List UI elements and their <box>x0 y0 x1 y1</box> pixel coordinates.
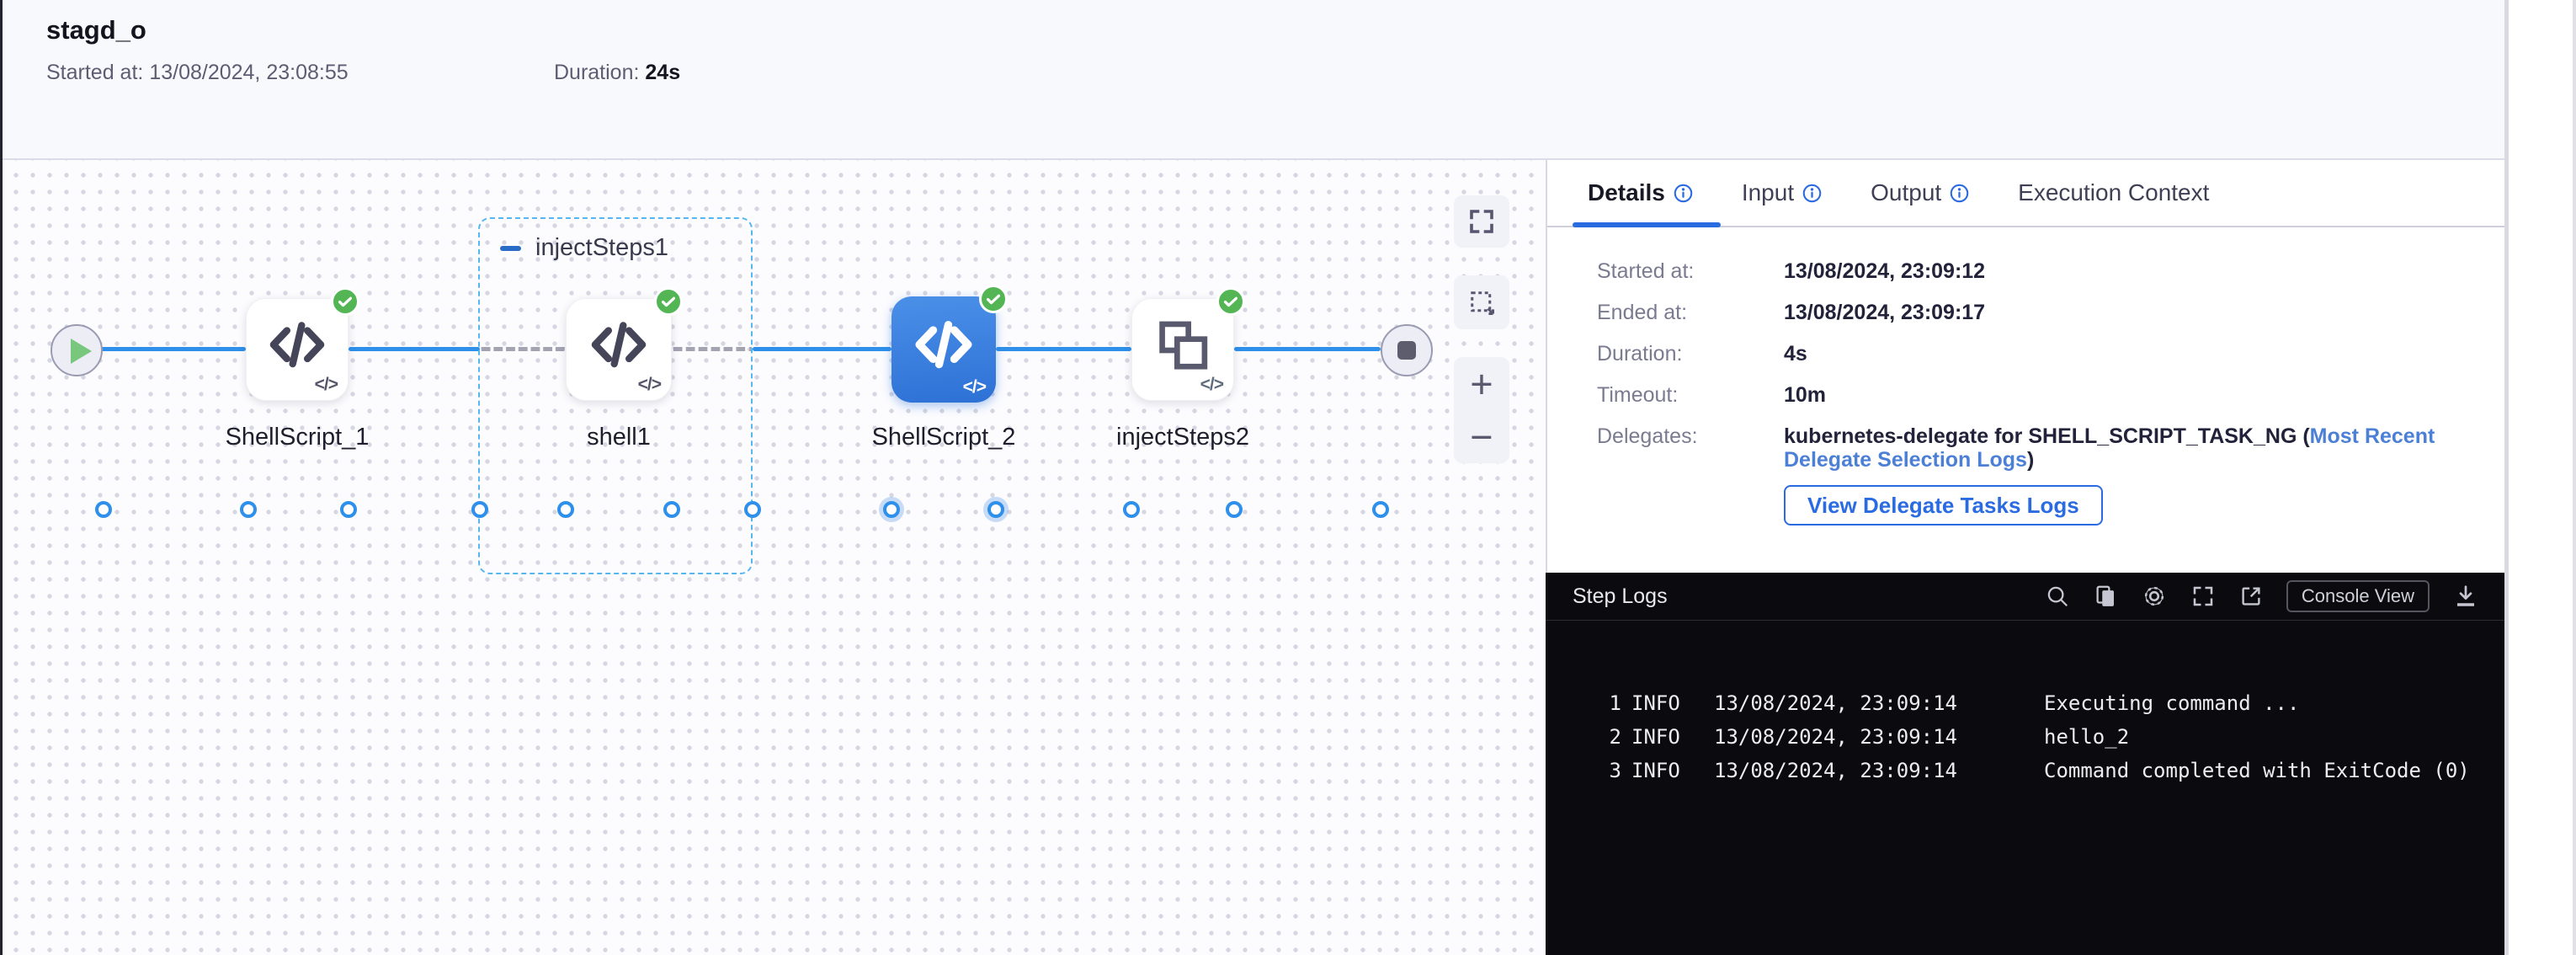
tab-details[interactable]: Details <box>1588 181 1693 205</box>
tab-output[interactable]: Output <box>1871 181 1969 205</box>
detail-row-ended: Ended at: 13/08/2024, 23:09:17 <box>1597 301 2457 324</box>
start-node <box>51 324 103 376</box>
canvas-zoom-controls: + − <box>1454 357 1509 463</box>
tab-execution-context[interactable]: Execution Context <box>2018 181 2209 205</box>
log-output[interactable]: 1 INFO 13/08/2024, 23:09:14 Executing co… <box>1546 621 2504 787</box>
step-logs-panel: Step Logs Console View 1 INFO 13/08/2024… <box>1546 573 2504 955</box>
details-tabs-bar: Details Input Output Execution Context <box>1547 160 2504 227</box>
step-type-badge: </> <box>1200 375 1223 395</box>
connector-port <box>744 501 761 518</box>
pipeline-canvas[interactable]: injectSteps1 </> </> <box>3 160 1546 955</box>
detail-row-started: Started at: 13/08/2024, 23:09:12 <box>1597 259 2457 283</box>
marquee-select-icon <box>1466 287 1497 317</box>
connector-line <box>753 347 891 351</box>
connector-port <box>240 501 257 518</box>
step-node-injectsteps2[interactable]: </> <box>1131 298 1234 401</box>
gear-icon[interactable] <box>2141 583 2168 610</box>
page-scrollbar-track[interactable] <box>2573 0 2576 955</box>
duration-text: Duration: 24s <box>554 61 680 85</box>
canvas-fullscreen-button[interactable] <box>1454 195 1509 248</box>
detail-row-duration: Duration: 4s <box>1597 342 2457 365</box>
step-type-badge: </> <box>638 375 661 395</box>
external-link-icon[interactable] <box>2238 584 2264 609</box>
fullscreen-icon <box>1466 206 1497 237</box>
node-label: injectSteps2 <box>1073 424 1292 451</box>
step-node-shellscript-2[interactable]: </> <box>891 296 996 403</box>
info-icon[interactable] <box>1950 184 1969 203</box>
zoom-out-button[interactable]: − <box>1470 417 1493 456</box>
node-label: shell1 <box>509 424 728 451</box>
success-check-icon <box>654 287 683 316</box>
connector-line <box>1234 347 1381 351</box>
connector-port <box>1123 501 1140 518</box>
node-label: ShellScript_2 <box>834 424 1053 451</box>
started-at-text: Started at: 13/08/2024, 23:08:55 <box>46 61 349 85</box>
code-icon <box>265 312 329 381</box>
step-logs-header: Step Logs Console View <box>1546 573 2504 621</box>
step-type-badge: </> <box>315 375 338 395</box>
info-icon[interactable] <box>1674 184 1693 203</box>
node-label: ShellScript_1 <box>188 424 407 451</box>
download-icon[interactable] <box>2452 583 2479 610</box>
connector-line <box>101 347 246 351</box>
success-check-icon <box>979 285 1008 313</box>
code-icon <box>911 312 977 381</box>
panel-divider <box>2504 0 2509 955</box>
log-line: 1 INFO 13/08/2024, 23:09:14 Executing co… <box>1546 686 2504 720</box>
log-line: 3 INFO 13/08/2024, 23:09:14 Command comp… <box>1546 754 2504 787</box>
play-icon <box>71 339 92 364</box>
search-icon[interactable] <box>2045 584 2070 609</box>
connector-line <box>996 347 1131 351</box>
tab-input[interactable]: Input <box>1742 181 1822 205</box>
copy-icon[interactable] <box>2093 584 2118 609</box>
connector-port <box>471 501 488 518</box>
connector-line <box>349 347 480 351</box>
stop-icon <box>1397 341 1416 360</box>
log-line: 2 INFO 13/08/2024, 23:09:14 hello_2 <box>1546 720 2504 754</box>
step-logs-title: Step Logs <box>1573 584 1668 609</box>
detail-row-delegates: Delegates: kubernetes-delegate for SHELL… <box>1597 424 2457 526</box>
success-check-icon <box>1216 287 1245 316</box>
view-delegate-tasks-logs-button[interactable]: View Delegate Tasks Logs <box>1784 485 2103 526</box>
connector-port <box>557 501 574 518</box>
step-node-shellscript-1[interactable]: </> <box>246 298 349 401</box>
step-node-shell1[interactable]: </> <box>566 298 672 401</box>
zoom-in-button[interactable]: + <box>1470 364 1493 403</box>
collapse-group-icon[interactable] <box>500 246 521 251</box>
connector-port <box>1226 501 1243 518</box>
connector-port <box>1372 501 1389 518</box>
overlapping-rectangles-icon <box>1152 313 1214 380</box>
connector-port <box>663 501 680 518</box>
step-type-badge: </> <box>963 377 986 397</box>
active-tab-underline <box>1573 222 1721 227</box>
fullscreen-icon[interactable] <box>2190 584 2216 609</box>
execution-header: stagd_o Started at: 13/08/2024, 23:08:55… <box>3 0 2504 160</box>
connector-port <box>883 501 900 518</box>
delegate-text: kubernetes-delegate for SHELL_SCRIPT_TAS… <box>1784 424 2310 448</box>
connector-port <box>340 501 357 518</box>
group-label[interactable]: injectSteps1 <box>535 234 668 262</box>
info-icon[interactable] <box>1802 184 1822 203</box>
console-view-button[interactable]: Console View <box>2286 580 2430 612</box>
connector-port <box>987 501 1004 518</box>
code-icon <box>587 312 651 381</box>
canvas-marquee-select-button[interactable] <box>1454 275 1509 329</box>
detail-row-timeout: Timeout: 10m <box>1597 383 2457 407</box>
end-node <box>1381 324 1433 376</box>
connector-port <box>95 501 112 518</box>
details-content: Started at: 13/08/2024, 23:09:12 Ended a… <box>1597 259 2457 543</box>
stage-title: stagd_o <box>46 15 146 45</box>
success-check-icon <box>331 287 359 316</box>
